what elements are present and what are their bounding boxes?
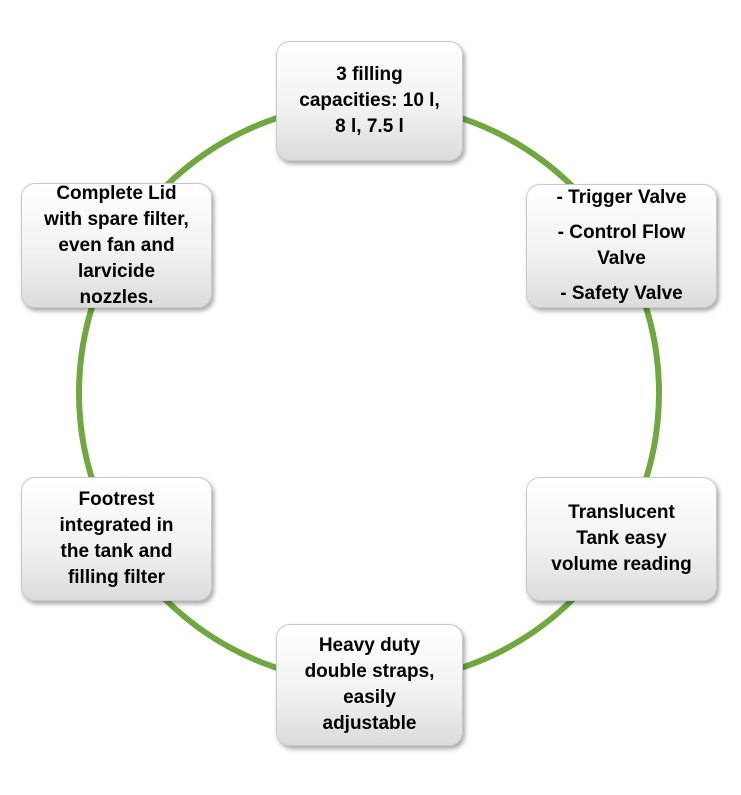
node-text-line: - Trigger Valve: [556, 187, 687, 208]
node-text-line: capacities: 10 l,: [299, 90, 440, 111]
node-text-line: Valve: [597, 248, 646, 269]
node-text-line: adjustable: [322, 713, 417, 734]
node-text-line: larvicide: [77, 260, 156, 282]
node-text-line: - Safety Valve: [560, 283, 683, 304]
node-text-line: Complete Lid: [56, 182, 177, 204]
node-complete-lid: Complete Lid with spare filter, even fan…: [21, 183, 212, 308]
node-text-line: Footrest: [78, 489, 155, 510]
node-valves: - Trigger Valve - Control Flow Valve - S…: [526, 184, 717, 308]
node-footrest: Footrest integrated in the tank and fill…: [21, 477, 212, 601]
node-text-line: - Control Flow: [557, 222, 686, 243]
node-text-line: easily: [343, 687, 396, 708]
node-text-line: 3 filling: [336, 64, 403, 85]
node-text-line: integrated in: [59, 515, 174, 536]
node-text-line: even fan and: [58, 234, 175, 256]
node-translucent-tank: Translucent Tank easy volume reading: [526, 477, 717, 601]
node-text-line: volume reading: [551, 554, 692, 575]
node-text-line: the tank and: [60, 541, 173, 562]
node-text-line: nozzles.: [79, 286, 154, 308]
node-text-line: Translucent: [568, 502, 675, 523]
node-text-line: Heavy duty: [318, 635, 421, 656]
node-text-line: 8 l, 7.5 l: [335, 116, 404, 137]
node-straps: Heavy duty double straps, easily adjusta…: [276, 624, 463, 746]
node-text-line: Tank easy: [576, 528, 667, 549]
node-text-line: double straps,: [304, 661, 435, 682]
node-filling-capacities: 3 filling capacities: 10 l, 8 l, 7.5 l: [276, 41, 463, 161]
node-text-line: with spare filter,: [44, 208, 189, 230]
node-text-line: filling filter: [67, 567, 166, 588]
